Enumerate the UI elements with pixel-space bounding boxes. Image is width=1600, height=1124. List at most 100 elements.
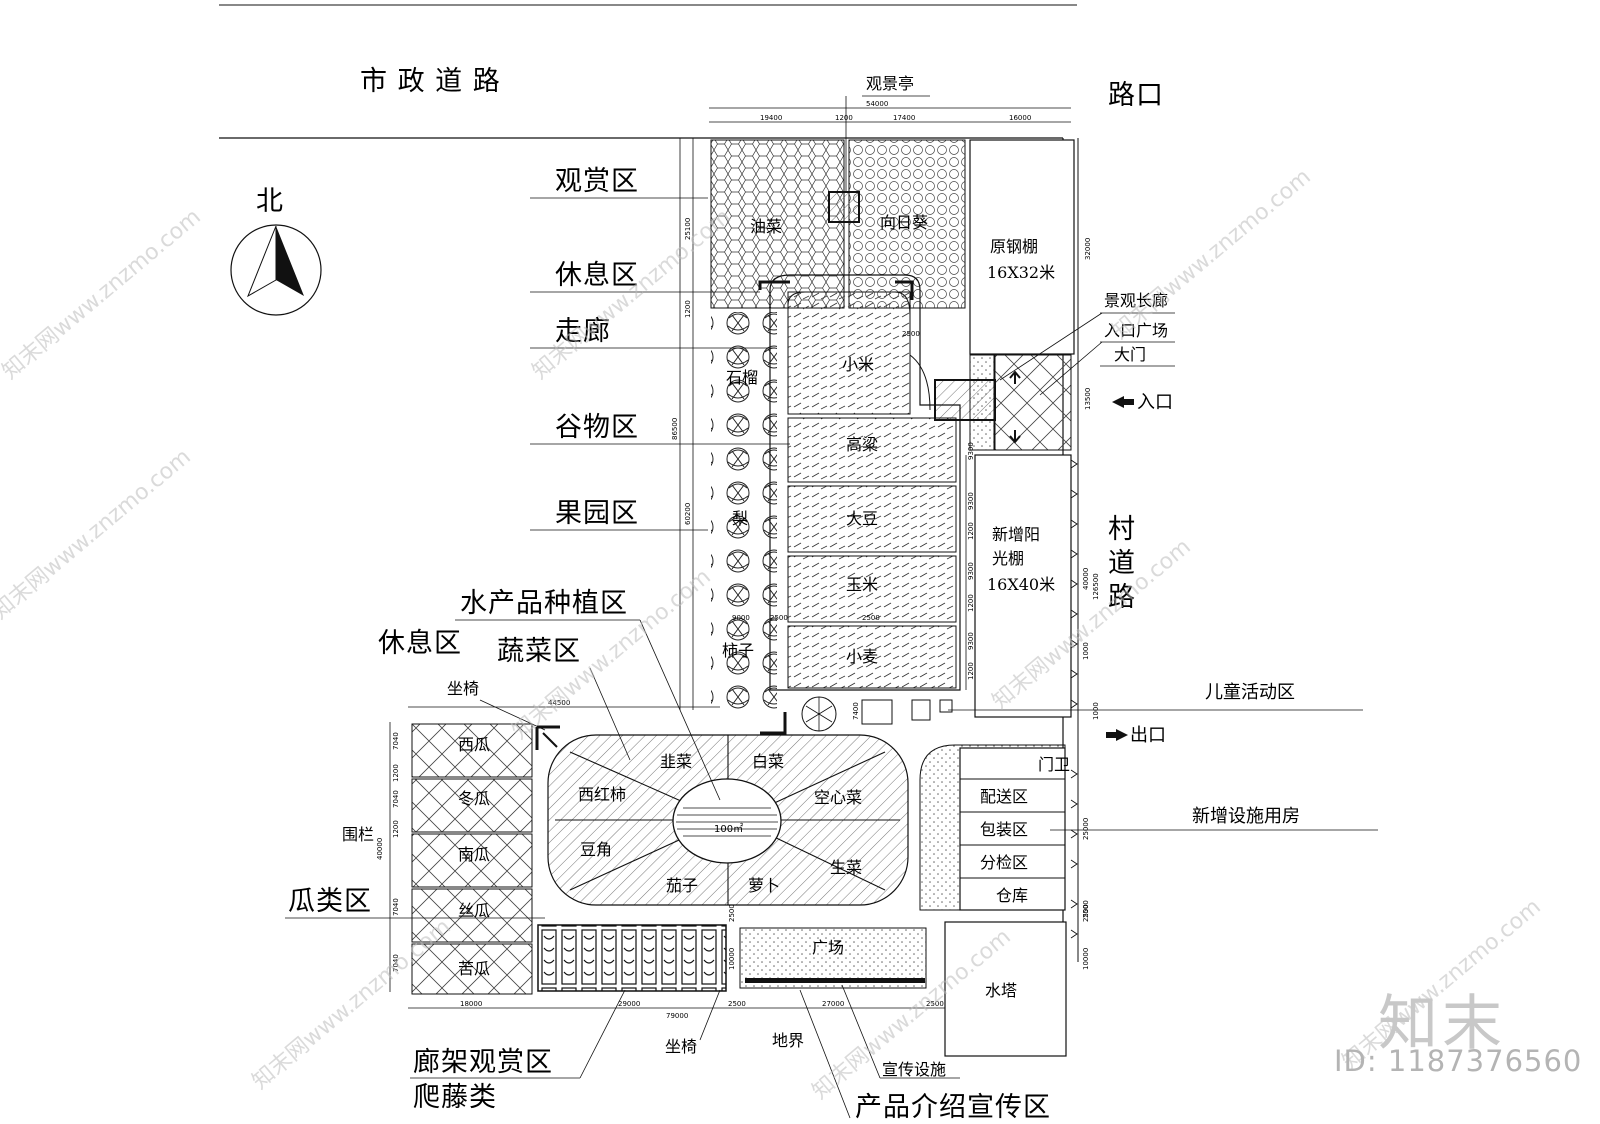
trellis-zone: [537, 924, 727, 992]
label-wheat: 小麦: [846, 647, 878, 666]
dim-32000: 32000: [1084, 238, 1092, 260]
entrance-label: 入口: [1137, 392, 1173, 413]
dim-19400: 19400: [760, 114, 782, 122]
label-lettuce: 生菜: [830, 858, 862, 877]
pavilion-icon: [828, 191, 860, 223]
zone-melon: 瓜类区: [288, 886, 372, 917]
plot-soybean: [787, 485, 957, 553]
village-road-1: 村: [1108, 514, 1136, 545]
label-sorghum: 高粱: [846, 435, 878, 454]
label-radish: 萝卜: [748, 876, 780, 895]
label-water-spinach: 空心菜: [814, 788, 862, 807]
dim-40000v: 40000: [1082, 568, 1090, 590]
watermark-3: 知末网www.znzmo.com: [1108, 164, 1316, 344]
zone-ornamental: 观赏区: [555, 166, 639, 197]
label-loofah: 丝瓜: [458, 901, 490, 920]
label-pond: 100㎡: [714, 823, 743, 835]
label-delivery: 配送区: [980, 787, 1028, 806]
orchard-trees: [711, 312, 777, 712]
callout-gallery: 景观长廊: [1104, 291, 1168, 310]
boundary-label: 地界: [772, 1031, 804, 1050]
watermark-2: 知末网www.znzmo.com: [528, 204, 736, 384]
dim-1200g: 1200: [392, 820, 400, 838]
aquatic-pond: [672, 778, 782, 864]
callout-fence: 围栏: [342, 825, 374, 844]
dim-2500h: 2500: [1082, 900, 1090, 918]
label-sun-shed-3: 16X40米: [987, 575, 1055, 594]
zone-aquatic: 水产品种植区: [460, 588, 628, 619]
label-rapeseed: 油菜: [750, 217, 782, 236]
plot-pumpkin: [411, 833, 533, 888]
dim-126500: 126500: [1092, 573, 1100, 600]
dim-7040a: 7040: [392, 732, 400, 750]
callout-gate: 大门: [1114, 345, 1146, 364]
north-arrow-icon: [230, 224, 322, 316]
hedge-trees: [1070, 459, 1078, 939]
label-cabbage: 白菜: [752, 752, 784, 771]
dim-1000b: 1000: [1092, 702, 1100, 720]
bench-corner-1: [535, 725, 560, 750]
zone-trellis-2: 爬藤类: [413, 1082, 497, 1113]
exit-arrow-icon: [1106, 729, 1128, 741]
dim-10000b: 10000: [728, 948, 736, 970]
label-steel-shed-1: 原钢棚: [990, 237, 1038, 256]
dim-44500: 44500: [548, 699, 570, 707]
dim-2500: 2500: [902, 330, 920, 338]
dim-9300d: 9300: [967, 442, 975, 460]
dim-7400: 7400: [852, 702, 860, 720]
zone-orchard: 果园区: [555, 498, 639, 529]
label-guard: 门卫: [1038, 755, 1070, 774]
plot-bitter-gourd: [411, 943, 533, 995]
plot-wheat: [787, 625, 957, 689]
dim-7040c: 7040: [392, 898, 400, 916]
label-watermelon: 西瓜: [458, 735, 490, 754]
dim-1200d: 1200: [967, 594, 975, 612]
dim-1200f: 1200: [392, 764, 400, 782]
dim-9000: 9000: [732, 614, 750, 622]
zone-grain: 谷物区: [555, 412, 639, 443]
zone-corridor: 走廊: [555, 316, 611, 347]
dim-2500e: 2500: [728, 904, 736, 922]
exit-label: 出口: [1130, 725, 1166, 746]
dim-1000a: 1000: [1082, 642, 1090, 660]
zone-vegetable: 蔬菜区: [497, 636, 581, 667]
plot-loofah: [411, 888, 533, 943]
dim-7040d: 7040: [392, 954, 400, 972]
bench-corner-4: [760, 712, 787, 735]
label-millet: 小米: [842, 355, 874, 374]
kids-slide-icon: [861, 699, 893, 725]
plot-rapeseed: [710, 139, 845, 309]
plot-steel-shed: [969, 139, 1075, 355]
dim-2500b: 2500: [862, 614, 880, 622]
label-sun-shed-1: 新增阳: [992, 525, 1040, 544]
dim-18000: 18000: [460, 1000, 482, 1008]
dim-86500: 86500: [671, 418, 679, 440]
dim-16000: 16000: [1009, 114, 1031, 122]
plot-sunflower: [848, 139, 966, 309]
dim-1200c: 1200: [967, 522, 975, 540]
label-sorting: 分检区: [980, 853, 1028, 872]
label-water-tower: 水塔: [985, 981, 1017, 1000]
label-cowpea: 豆角: [580, 840, 612, 859]
zone-trellis-1: 廊架观赏区: [413, 1047, 553, 1078]
zone-kids: 儿童活动区: [1205, 682, 1295, 703]
dim-9300a: 9300: [967, 492, 975, 510]
dim-1200e: 1200: [967, 662, 975, 680]
callout-promo-facility: 宣传设施: [882, 1060, 946, 1079]
dim-17400: 17400: [893, 114, 915, 122]
label-pumpkin: 南瓜: [458, 845, 490, 864]
label-chives: 韭菜: [660, 752, 692, 771]
bench-corner-3: [895, 280, 914, 300]
north-label: 北: [256, 186, 284, 217]
dim-10000a: 10000: [1082, 948, 1090, 970]
label-bitter-gourd: 苦瓜: [458, 959, 490, 978]
plot-watermelon: [411, 723, 533, 778]
label-plaza: 广场: [812, 938, 844, 957]
callout-entry-plaza: 入口广场: [1104, 321, 1168, 340]
dim-7040b: 7040: [392, 790, 400, 808]
label-storage: 仓库: [996, 886, 1028, 905]
zone-rest2: 休息区: [378, 628, 462, 659]
facility-building: [959, 747, 1066, 911]
north-arrow-shape: [276, 226, 304, 296]
id-watermark: ID: 1187376560: [1334, 1044, 1583, 1078]
